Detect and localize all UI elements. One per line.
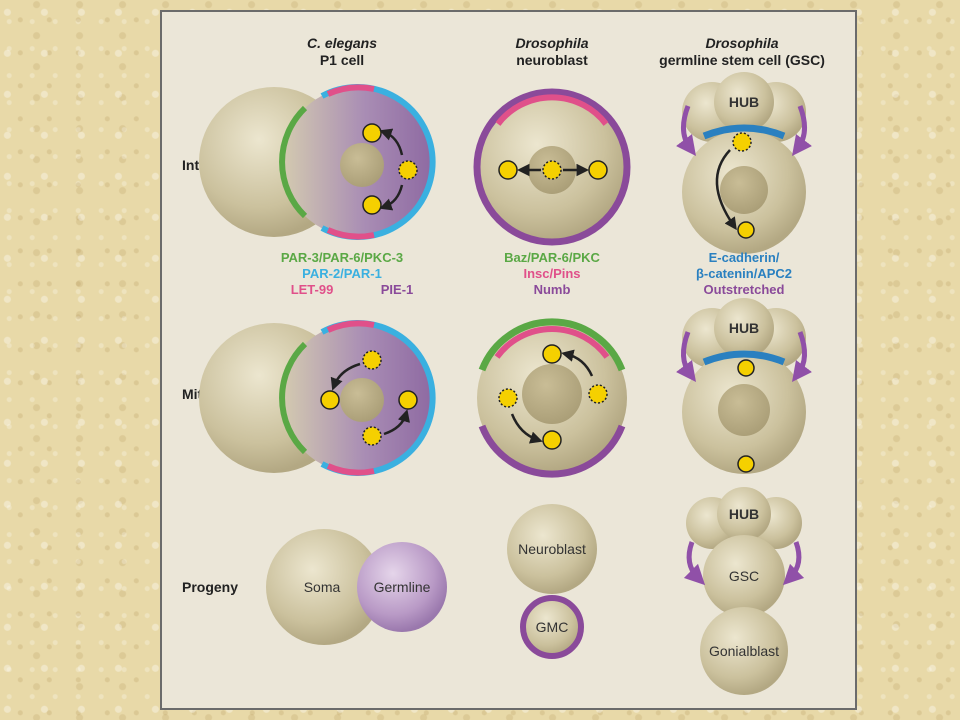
gonialblast-cell xyxy=(700,607,788,695)
centrosome xyxy=(362,350,382,370)
nucleus xyxy=(340,143,384,187)
gsc-mitosis: HUB xyxy=(676,298,812,474)
insc-crescent xyxy=(495,94,609,126)
germline-cell xyxy=(357,542,447,632)
germline-label: Germline xyxy=(374,579,431,595)
neuroblast-interphase-cell xyxy=(473,88,631,246)
let99-band-bottom xyxy=(326,227,375,240)
rotation-arrow xyxy=(379,184,404,211)
gsc-interphase: HUB xyxy=(676,72,812,254)
par3-cortex xyxy=(279,105,308,219)
row-label-progeny: Progeny xyxy=(182,579,238,595)
legend-par2: PAR-2/PAR-1 xyxy=(302,266,382,281)
centrosome xyxy=(362,426,382,446)
cell-polarity-diagram: C. elegans P1 cell Drosophila neuroblast… xyxy=(182,35,825,695)
neuroblast-label: Neuroblast xyxy=(518,541,586,557)
centrosome xyxy=(362,195,382,215)
gmc-cell xyxy=(520,595,584,659)
col2-header-line1: Drosophila xyxy=(515,35,588,51)
outstretched-arrow xyxy=(792,105,812,157)
col2-header-line2: neuroblast xyxy=(516,52,588,68)
hub-label: HUB xyxy=(729,506,759,522)
soma-cell xyxy=(266,529,382,645)
ecadherin-interface xyxy=(702,124,786,140)
hub-label: HUB xyxy=(729,320,759,336)
p1-mitosis-cell xyxy=(199,320,436,476)
legend-numb: Numb xyxy=(534,282,571,297)
legend-catenin: β-catenin/APC2 xyxy=(696,266,792,281)
p1-interphase-cell xyxy=(199,84,436,240)
col3-header-line2: germline stem cell (GSC) xyxy=(659,52,825,68)
legend-insc: Insc/Pins xyxy=(523,266,580,281)
let99-band-top xyxy=(326,84,375,97)
neuroblast-progeny: Neuroblast GMC xyxy=(507,504,597,659)
rotation-arrow xyxy=(379,128,404,156)
gsc-label: GSC xyxy=(729,568,759,584)
insc-crescent xyxy=(494,326,610,359)
soma-label: Soma xyxy=(304,579,341,595)
legend-par3: PAR-3/PAR-6/PKC-3 xyxy=(281,250,403,265)
numb-cortex xyxy=(473,88,631,246)
centrosome-duplicating xyxy=(398,160,418,180)
legend-ecadherin: E-cadherin/ xyxy=(709,250,780,265)
legend-outstretched: Outstretched xyxy=(704,282,785,297)
gonialblast-label: Gonialblast xyxy=(709,643,779,659)
col1-header-line1: C. elegans xyxy=(307,35,377,51)
hub-label: HUB xyxy=(729,94,759,110)
gsc-progeny: HUB GSC Gonialblast xyxy=(683,487,805,695)
baz-crescent xyxy=(478,318,626,372)
p1-progeny: Soma Germline xyxy=(266,529,447,645)
numb-crescent xyxy=(478,424,626,478)
centrosome xyxy=(320,390,340,410)
gsc-daughter xyxy=(703,535,785,617)
neuroblast-mitosis-cell xyxy=(477,318,627,478)
outstretched-arrow xyxy=(676,105,696,157)
centrosome xyxy=(398,390,418,410)
legend-baz: Baz/PAR-6/PKC xyxy=(504,250,600,265)
neuroblast-cell xyxy=(507,504,597,594)
centrosome xyxy=(362,123,382,143)
legend-pie1: PIE-1 xyxy=(381,282,414,297)
col3-header-line1: Drosophila xyxy=(705,35,778,51)
col1-header-line2: P1 cell xyxy=(320,52,364,68)
legend-let99: LET-99 xyxy=(291,282,334,297)
gmc-label: GMC xyxy=(536,619,569,635)
figure-panel: C. elegans P1 cell Drosophila neuroblast… xyxy=(160,10,857,710)
